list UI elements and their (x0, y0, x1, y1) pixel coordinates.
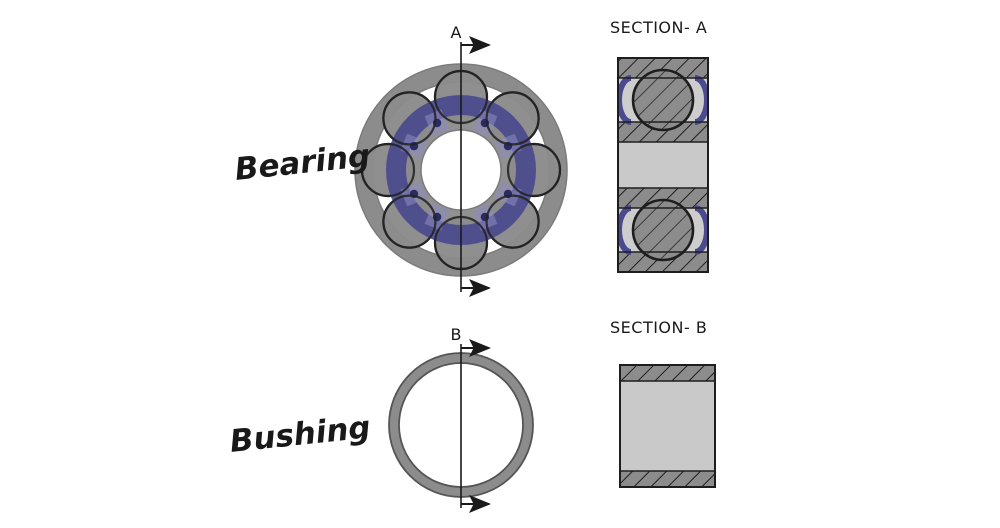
section-letter-b: B (451, 325, 462, 344)
bushing-section-view (619, 364, 716, 488)
section-a-ball-bottom (618, 198, 708, 262)
section-a-outer-race-bottom (618, 252, 708, 272)
section-a-title: SECTION- A (610, 18, 707, 37)
section-b-wall-bottom (620, 471, 715, 487)
section-a-inner-race-top (618, 122, 708, 142)
section-b-title: SECTION- B (610, 318, 707, 337)
section-line-a (460, 36, 491, 297)
bushing-label: Bushing (228, 409, 372, 460)
bearing-row: A SECTION- A Bearing (233, 18, 709, 297)
bearing-label: Bearing (233, 138, 372, 188)
section-letter-a: A (451, 23, 462, 42)
section-b-wall-top (620, 365, 715, 381)
section-a-outer-race-top (618, 58, 708, 78)
section-line-b (460, 339, 491, 513)
bushing-row: B SECTION- B Bushing (228, 318, 716, 513)
section-a-inner-race-bottom (618, 188, 708, 208)
bearing-section-view (617, 57, 709, 273)
